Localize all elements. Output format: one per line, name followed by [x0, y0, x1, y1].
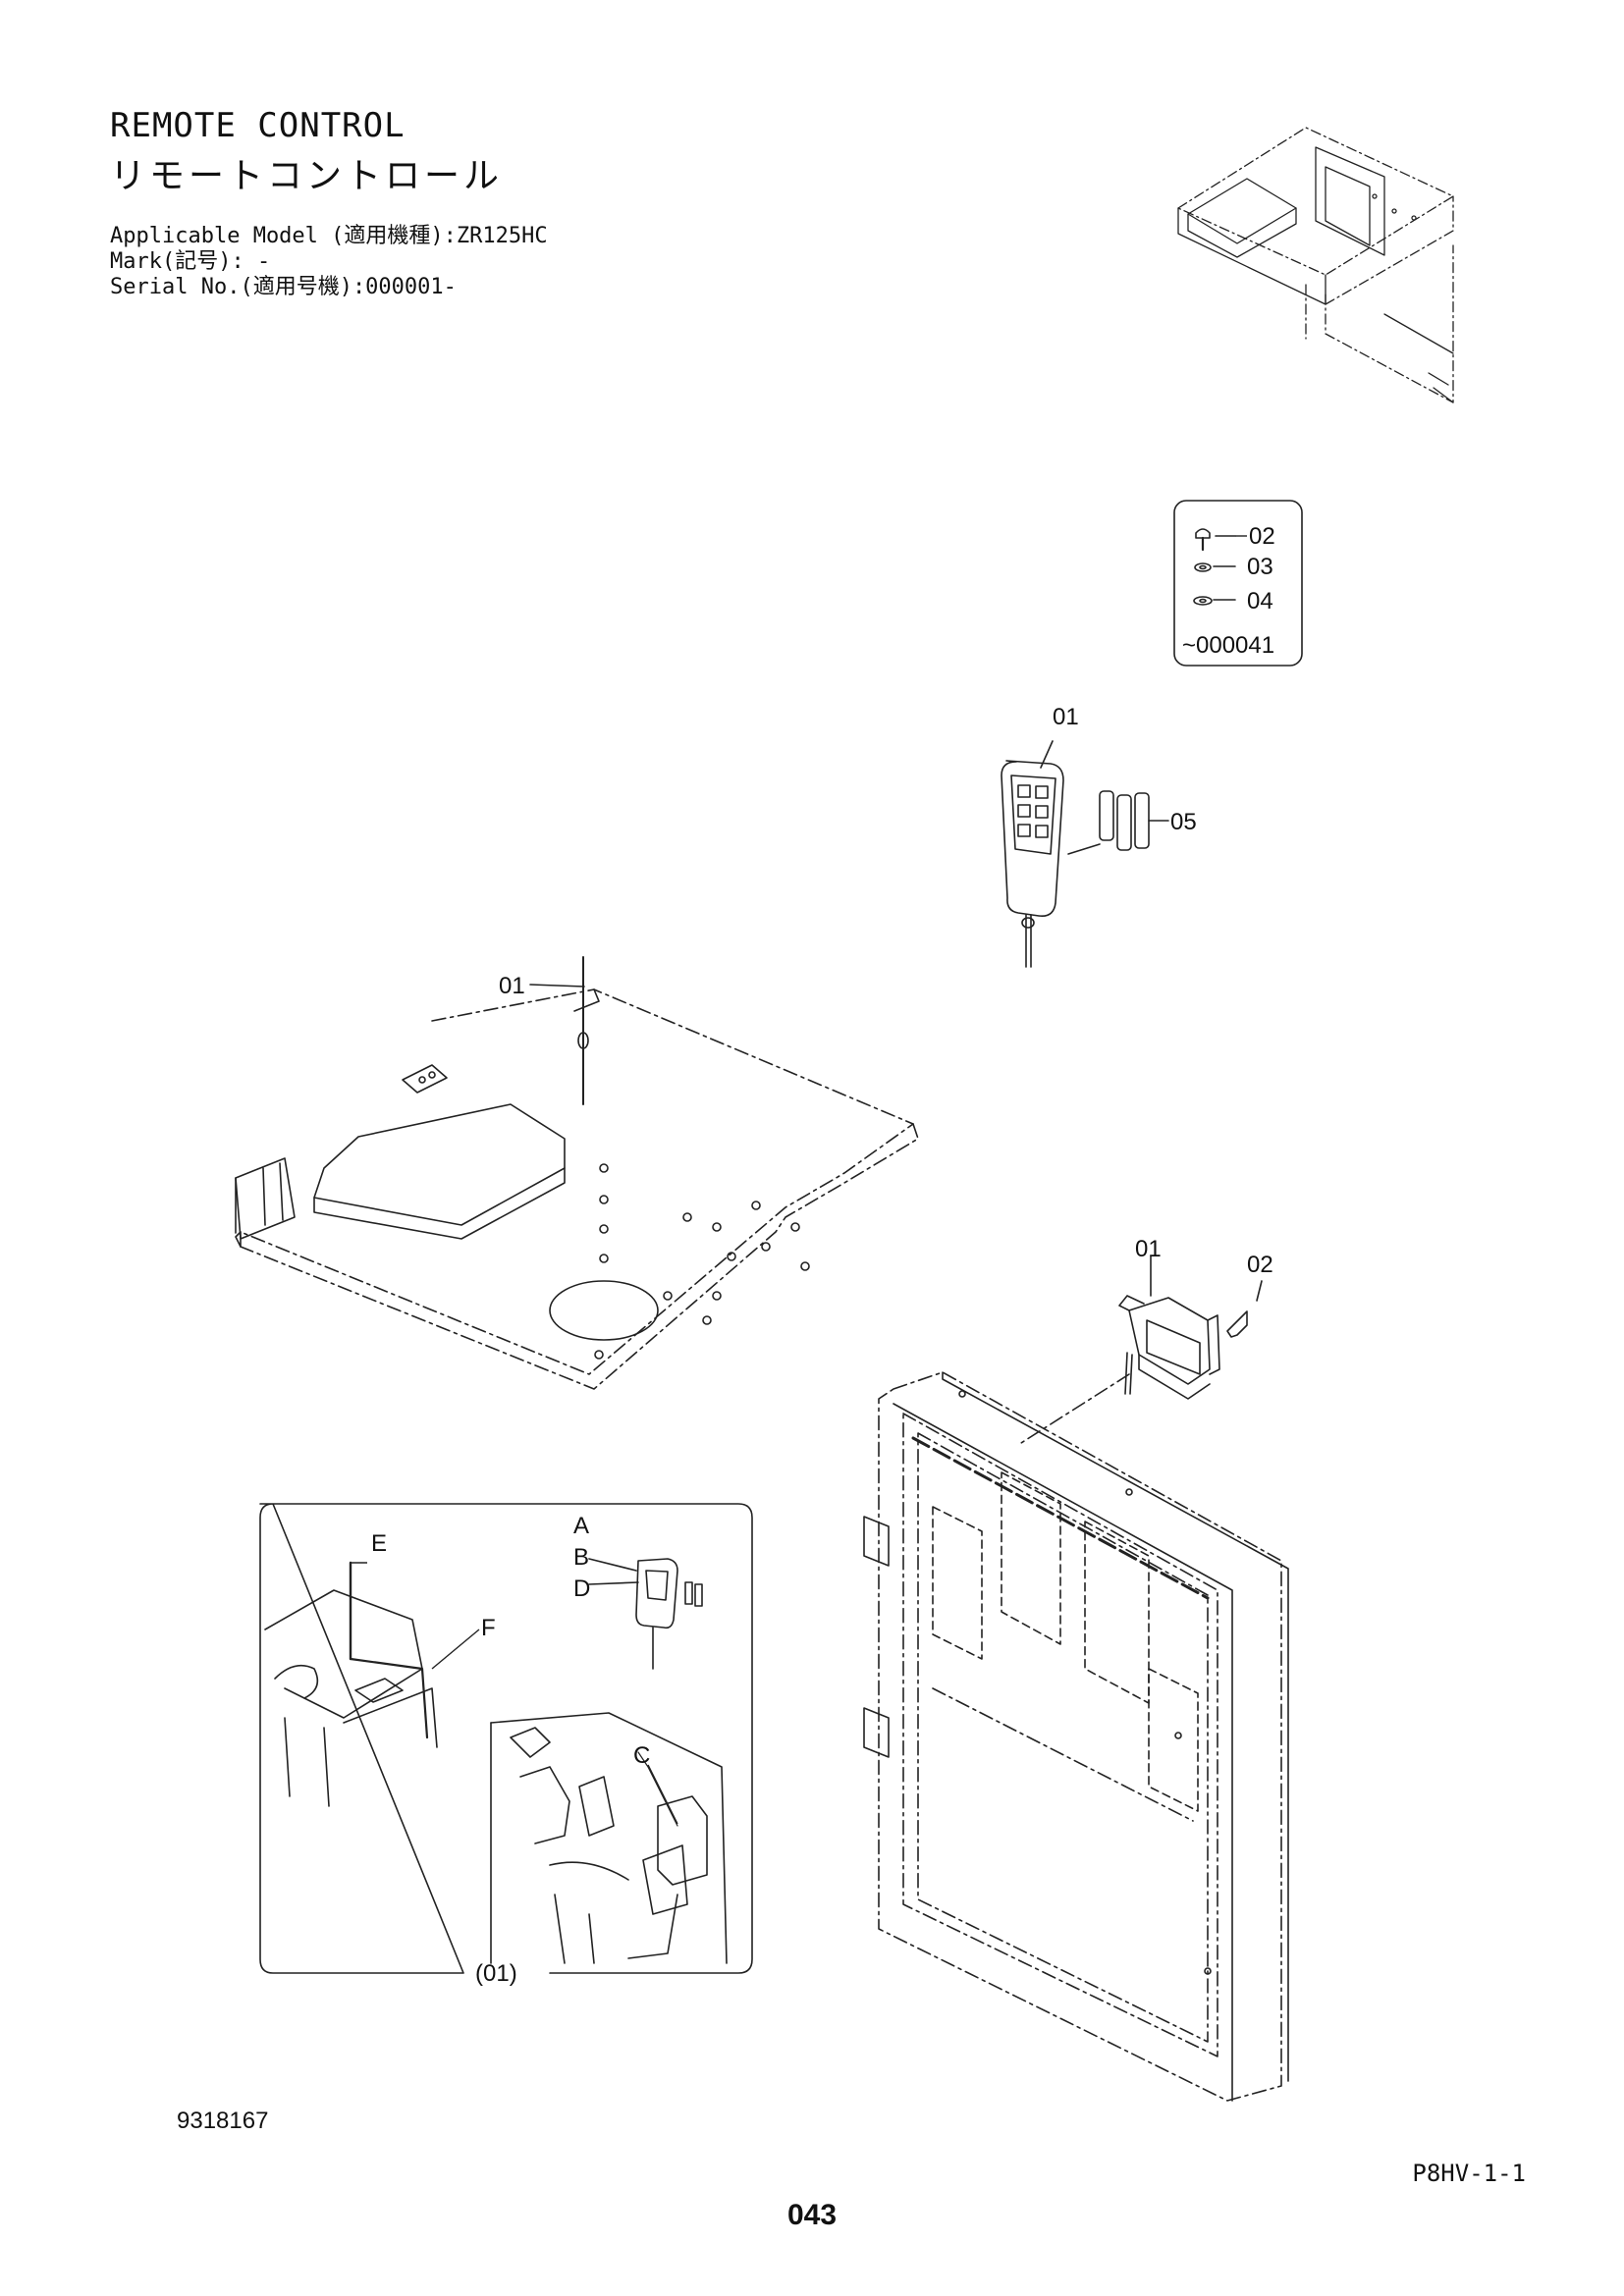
inset-label-c: C: [633, 1742, 650, 1769]
callout-02-bolt: 02: [1247, 1252, 1273, 1278]
inset-label-b: B: [573, 1544, 589, 1571]
hardware-detail-box: [1173, 500, 1303, 667]
serial-number: Serial No.(適用号機):000001-: [110, 275, 457, 299]
callout-02-box: 02: [1249, 523, 1275, 550]
inset-label-d: D: [573, 1575, 590, 1602]
applicable-model: Applicable Model (適用機種):ZR125HC: [110, 224, 548, 248]
sheet-code: P8HV-1-1: [1412, 2160, 1526, 2187]
title-japanese: リモートコントロール: [110, 156, 504, 196]
callout-03-box: 03: [1247, 554, 1273, 580]
inset-label-a: A: [573, 1513, 589, 1539]
receiver-unit: [1118, 1255, 1263, 1400]
serial-range-label: ~000041: [1182, 632, 1274, 659]
callout-01-antenna: 01: [499, 973, 525, 999]
antenna: [529, 956, 589, 1105]
leader-lines: [351, 535, 1247, 1825]
overview-thumbnail: [1177, 127, 1454, 403]
inset-ref-label: (01): [475, 1960, 517, 1987]
location-inset: [259, 1503, 753, 1974]
page-number: 043: [786, 2199, 838, 2231]
mark-field: Mark(記号): -: [110, 249, 271, 274]
inset-label-e: E: [371, 1530, 387, 1557]
callout-04-box: 04: [1247, 588, 1273, 614]
title-english: REMOTE CONTROL: [110, 106, 406, 145]
callout-05-batteries: 05: [1170, 809, 1197, 835]
callout-01-receiver: 01: [1135, 1236, 1162, 1262]
remote-transmitter: [1001, 740, 1064, 968]
inset-label-f: F: [481, 1615, 496, 1641]
mounting-leader: [1020, 1373, 1130, 1444]
cabin-frame: [863, 1371, 1289, 2102]
drawing-number: 9318167: [177, 2108, 268, 2134]
batteries: [1067, 790, 1169, 855]
callout-01-transmitter: 01: [1053, 704, 1079, 730]
floor-plate: [235, 988, 919, 1390]
